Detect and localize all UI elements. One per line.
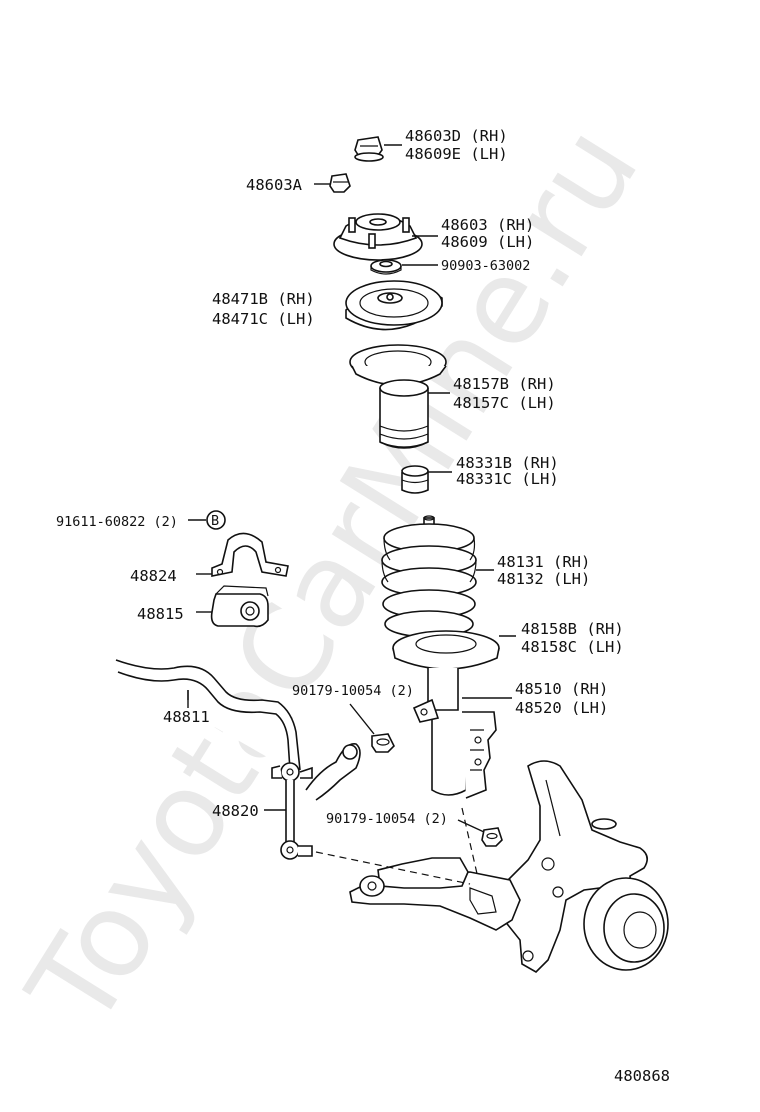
label-48603a: 48603A (246, 176, 303, 194)
support-mount-part (333, 213, 423, 261)
bushing-part (210, 585, 269, 628)
label-48609e: 48609E (LH) (405, 145, 508, 163)
label-90179-upper: 90179-10054 (2) (292, 683, 414, 699)
bolt-marker-b: B (211, 513, 219, 529)
spring-seat-part (345, 280, 443, 331)
label-48132: 48132 (LH) (497, 570, 590, 588)
diagram-id: 480868 (614, 1067, 670, 1085)
label-48331c: 48331C (LH) (456, 470, 559, 488)
label-91611: 91611-60822 (2) (56, 514, 178, 530)
lower-arm-part (349, 857, 521, 931)
label-48520: 48520 (LH) (515, 699, 608, 717)
top-nut-part (354, 136, 384, 162)
link-nut-part-upper (371, 733, 395, 753)
lower-insulator-part (392, 630, 500, 670)
label-48820: 48820 (212, 802, 259, 820)
label-48609: 48609 (LH) (441, 233, 534, 251)
label-48471b: 48471B (RH) (212, 290, 315, 308)
label-48811: 48811 (163, 708, 210, 726)
label-48603: 48603 (RH) (441, 216, 534, 234)
label-48158b: 48158B (RH) (521, 620, 624, 638)
link-nut-part-lower (481, 827, 503, 847)
dust-boot-part (349, 344, 447, 449)
bracket-part (211, 532, 289, 577)
label-48510: 48510 (RH) (515, 680, 608, 698)
label-48157c: 48157C (LH) (453, 394, 556, 412)
label-48824: 48824 (130, 567, 177, 585)
stabilizer-bar-part (115, 659, 301, 771)
washer-part (370, 259, 402, 275)
coil-spring-part (381, 515, 477, 638)
label-48815: 48815 (137, 605, 184, 623)
label-90903: 90903-63002 (441, 258, 530, 274)
stabilizer-link-part (271, 743, 361, 860)
label-48331b: 48331B (RH) (456, 454, 559, 472)
label-48471c: 48471C (LH) (212, 310, 315, 328)
shock-absorber-part (412, 668, 497, 799)
steering-knuckle-part (503, 760, 669, 973)
label-48131: 48131 (RH) (497, 553, 590, 571)
label-90179-lower: 90179-10054 (2) (326, 811, 448, 827)
label-48157b: 48157B (RH) (453, 375, 556, 393)
bumper-part (401, 465, 429, 494)
label-48603d: 48603D (RH) (405, 127, 508, 145)
nut-part (329, 173, 351, 193)
label-48158c: 48158C (LH) (521, 638, 624, 656)
